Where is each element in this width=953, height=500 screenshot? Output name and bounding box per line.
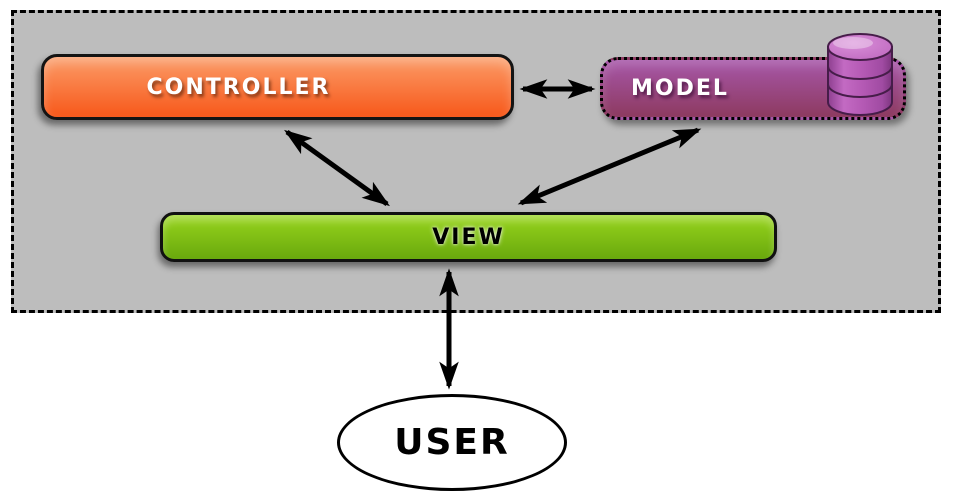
node-controller: CONTROLLER	[41, 54, 514, 120]
model-label: MODEL	[631, 76, 729, 101]
view-label: VIEW	[432, 224, 505, 250]
database-icon	[827, 33, 893, 116]
user-label: USER	[394, 422, 510, 463]
controller-label: CONTROLLER	[146, 74, 331, 100]
node-view: VIEW	[160, 212, 777, 262]
node-user: USER	[337, 394, 567, 491]
